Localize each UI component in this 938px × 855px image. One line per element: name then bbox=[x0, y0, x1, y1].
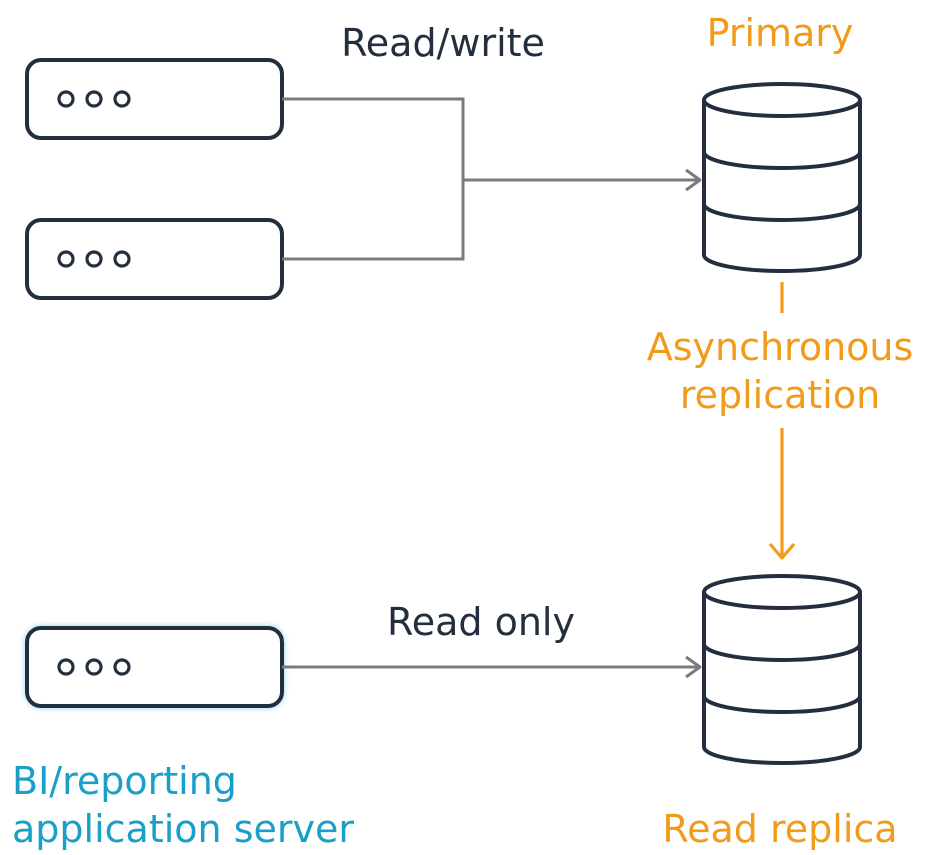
app-server-2 bbox=[25, 218, 284, 300]
primary-database bbox=[702, 82, 862, 273]
read-replica-database bbox=[702, 574, 862, 765]
async-replication-label-line1: Asynchronous bbox=[647, 325, 914, 369]
server-icon bbox=[57, 250, 131, 268]
database-icon bbox=[702, 82, 862, 273]
bi-reporting-server bbox=[25, 626, 284, 708]
server-icon bbox=[57, 90, 131, 108]
read-write-label: Read/write bbox=[341, 21, 545, 65]
read-only-connector bbox=[282, 655, 702, 679]
read-only-label: Read only bbox=[387, 600, 575, 644]
server-icon bbox=[57, 658, 131, 676]
database-icon bbox=[702, 574, 862, 765]
read-write-connector bbox=[282, 97, 702, 261]
replication-connector bbox=[768, 282, 796, 560]
read-replica-label: Read replica bbox=[662, 807, 897, 851]
async-replication-label-line2: replication bbox=[680, 373, 880, 417]
primary-label: Primary bbox=[707, 11, 854, 55]
bi-reporting-label-line1: BI/reporting bbox=[12, 759, 237, 803]
bi-reporting-label-line2: application server bbox=[12, 807, 354, 851]
app-server-1 bbox=[25, 58, 284, 140]
